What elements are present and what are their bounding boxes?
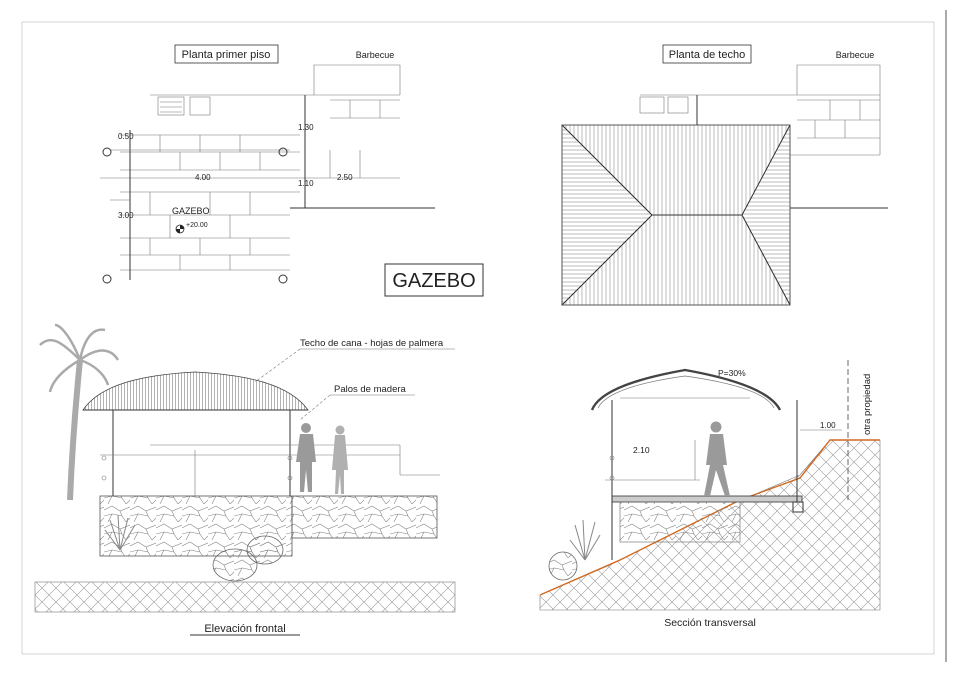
section-slope: P=30%: [718, 368, 746, 378]
leader-posts: [299, 394, 331, 421]
elevation-front: Techo de cana - hojas de palmera Palos d…: [34, 323, 456, 636]
note-posts: Palos de madera: [334, 384, 407, 395]
terrain-profile-line: [539, 439, 880, 596]
roof-outline: [561, 124, 791, 306]
plan-roof-title: Planta de techo: [669, 49, 745, 61]
dim-250: 2.50: [337, 173, 353, 182]
level-marker-icon: [175, 224, 185, 234]
roof-hip-line: [561, 124, 653, 216]
section-roof: [590, 368, 782, 411]
room-label: GAZEBO: [172, 206, 210, 216]
barbecue-counter: [157, 96, 185, 116]
plan-roof-barbecue-label: Barbecue: [836, 50, 875, 60]
section-offset: 1.00: [820, 421, 836, 430]
person-walking: [704, 421, 730, 496]
column-marker: [102, 274, 112, 284]
section-boulder: [548, 551, 578, 581]
barbecue-outline: [313, 64, 401, 95]
plan-first-floor-title: Planta primer piso: [182, 49, 271, 61]
note-roof: Techo de cana - hojas de palmera: [300, 338, 444, 349]
column-marker: [278, 274, 288, 284]
barbecue-grill: [189, 96, 211, 116]
section-stone-base: [619, 501, 741, 543]
dim-300: 3.00: [118, 211, 134, 220]
sheet-title: GAZEBO: [392, 270, 475, 292]
sheet-title-box: [384, 263, 484, 297]
plan-first-floor-title-box: [174, 44, 279, 64]
section-height: 2.10: [633, 445, 650, 455]
roof-barbecue-outline: [796, 64, 881, 155]
plan-first-floor: Planta primer piso Barbecue: [100, 44, 435, 284]
neighbor-label: otra propiedad: [862, 374, 873, 435]
column-marker: [278, 147, 288, 157]
shrub: [104, 514, 136, 551]
thatched-roof: [82, 371, 309, 411]
dim-050: 0.50: [118, 132, 134, 141]
plan-roof: Planta de techo Barbecue: [561, 44, 888, 306]
leader-roof: [254, 348, 301, 383]
person-man: [296, 423, 316, 492]
column-marker: [102, 147, 112, 157]
level-label: +20.00: [186, 222, 208, 229]
sheet-frame: [21, 21, 935, 655]
floor-tile-grid: [100, 94, 400, 271]
section-title: Sección transversal: [664, 617, 756, 629]
dim-400: 4.00: [195, 173, 211, 182]
plan-roof-title-box: [662, 44, 752, 64]
section-shrub: [569, 519, 601, 561]
floor-slab: [611, 495, 803, 503]
boulder: [246, 535, 284, 565]
boulder: [212, 548, 258, 582]
section-transversal: P=30% 2.10 1.00 otra propiedad Sección t…: [539, 360, 881, 629]
stone-base-wall-right: [291, 495, 438, 539]
elevation-title: Elevación frontal: [204, 623, 285, 635]
dim-130: 1.30: [298, 123, 314, 132]
dim-110: 1.10: [298, 179, 314, 188]
elevation-ground: [34, 581, 456, 613]
palm-tree: [39, 323, 120, 501]
plan-first-floor-barbecue-label: Barbecue: [356, 50, 395, 60]
roof-barbecue-grid: [640, 94, 880, 156]
person-woman: [332, 425, 348, 494]
